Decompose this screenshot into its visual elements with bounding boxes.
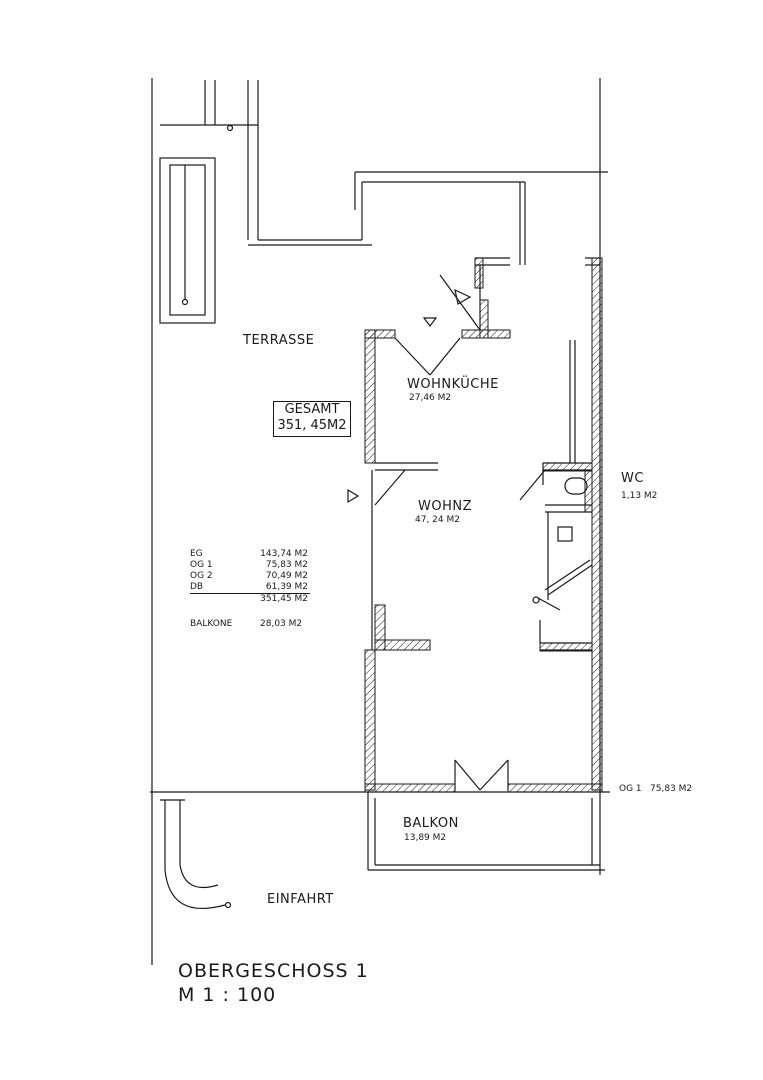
room-area-balkon: 13,89 M2 bbox=[404, 833, 447, 843]
plan-title: OBERGESCHOSS 1 bbox=[178, 960, 369, 982]
total-area-value: 351, 45M2 bbox=[277, 418, 347, 433]
room-area-wc: 1,13 M2 bbox=[621, 491, 658, 501]
area-row-label: OG 1 bbox=[190, 560, 213, 570]
area-row-value: 70,49 M2 bbox=[265, 571, 308, 581]
area-row-db: DB 61,39 M2 bbox=[190, 582, 310, 594]
room-label-wohnz: WOHNZ bbox=[418, 499, 472, 514]
room-label-einfahrt: EINFAHRT bbox=[267, 892, 334, 907]
driveway-curve bbox=[160, 799, 232, 909]
area-row-eg: EG 143,74 M2 bbox=[190, 549, 310, 560]
area-row-value: 143,74 M2 bbox=[260, 549, 308, 559]
area-balkone-value: 28,03 M2 bbox=[260, 619, 303, 629]
wc-fixture-icon bbox=[564, 477, 588, 495]
room-area-wohnkueche: 27,46 M2 bbox=[409, 393, 452, 403]
floor-total-value: 75,83 M2 bbox=[650, 784, 693, 794]
area-row-og2: OG 2 70,49 M2 bbox=[190, 571, 310, 582]
room-label-wohnkueche: WOHNKÜCHE bbox=[407, 377, 499, 392]
area-row-value: 61,39 M2 bbox=[265, 582, 308, 592]
room-area-wohnz: 47, 24 M2 bbox=[415, 515, 460, 525]
upper-outline bbox=[354, 171, 608, 265]
balcony-outline bbox=[367, 792, 605, 871]
room-label-terrasse: TERRASSE bbox=[243, 333, 315, 348]
room-label-balkon: BALKON bbox=[403, 816, 459, 831]
area-row-balkone: BALKONE 28,03 M2 bbox=[190, 619, 310, 630]
area-row-sum: 351,45 M2 bbox=[190, 594, 310, 605]
area-table: EG 143,74 M2 OG 1 75,83 M2 OG 2 70,49 M2… bbox=[190, 549, 310, 630]
annex-walls bbox=[439, 257, 600, 331]
total-area-label: GESAMT bbox=[284, 402, 340, 417]
stair-left bbox=[159, 157, 216, 324]
total-area-box: GESAMT 351, 45M2 bbox=[273, 401, 351, 437]
room-label-wc: WC bbox=[621, 471, 644, 486]
area-sum-value: 351,45 M2 bbox=[260, 594, 308, 604]
plan-scale: M 1 : 100 bbox=[178, 984, 277, 1006]
area-row-label: OG 2 bbox=[190, 571, 213, 581]
area-balkone-label: BALKONE bbox=[190, 619, 233, 629]
exterior-walls bbox=[364, 257, 603, 793]
floor-total-label: OG 1 bbox=[619, 784, 642, 794]
area-row-og1: OG 1 75,83 M2 bbox=[190, 560, 310, 571]
area-row-label: EG bbox=[190, 549, 203, 559]
area-row-label: DB bbox=[190, 582, 204, 592]
stair-upper bbox=[160, 80, 372, 246]
area-row-value: 75,83 M2 bbox=[265, 560, 308, 570]
